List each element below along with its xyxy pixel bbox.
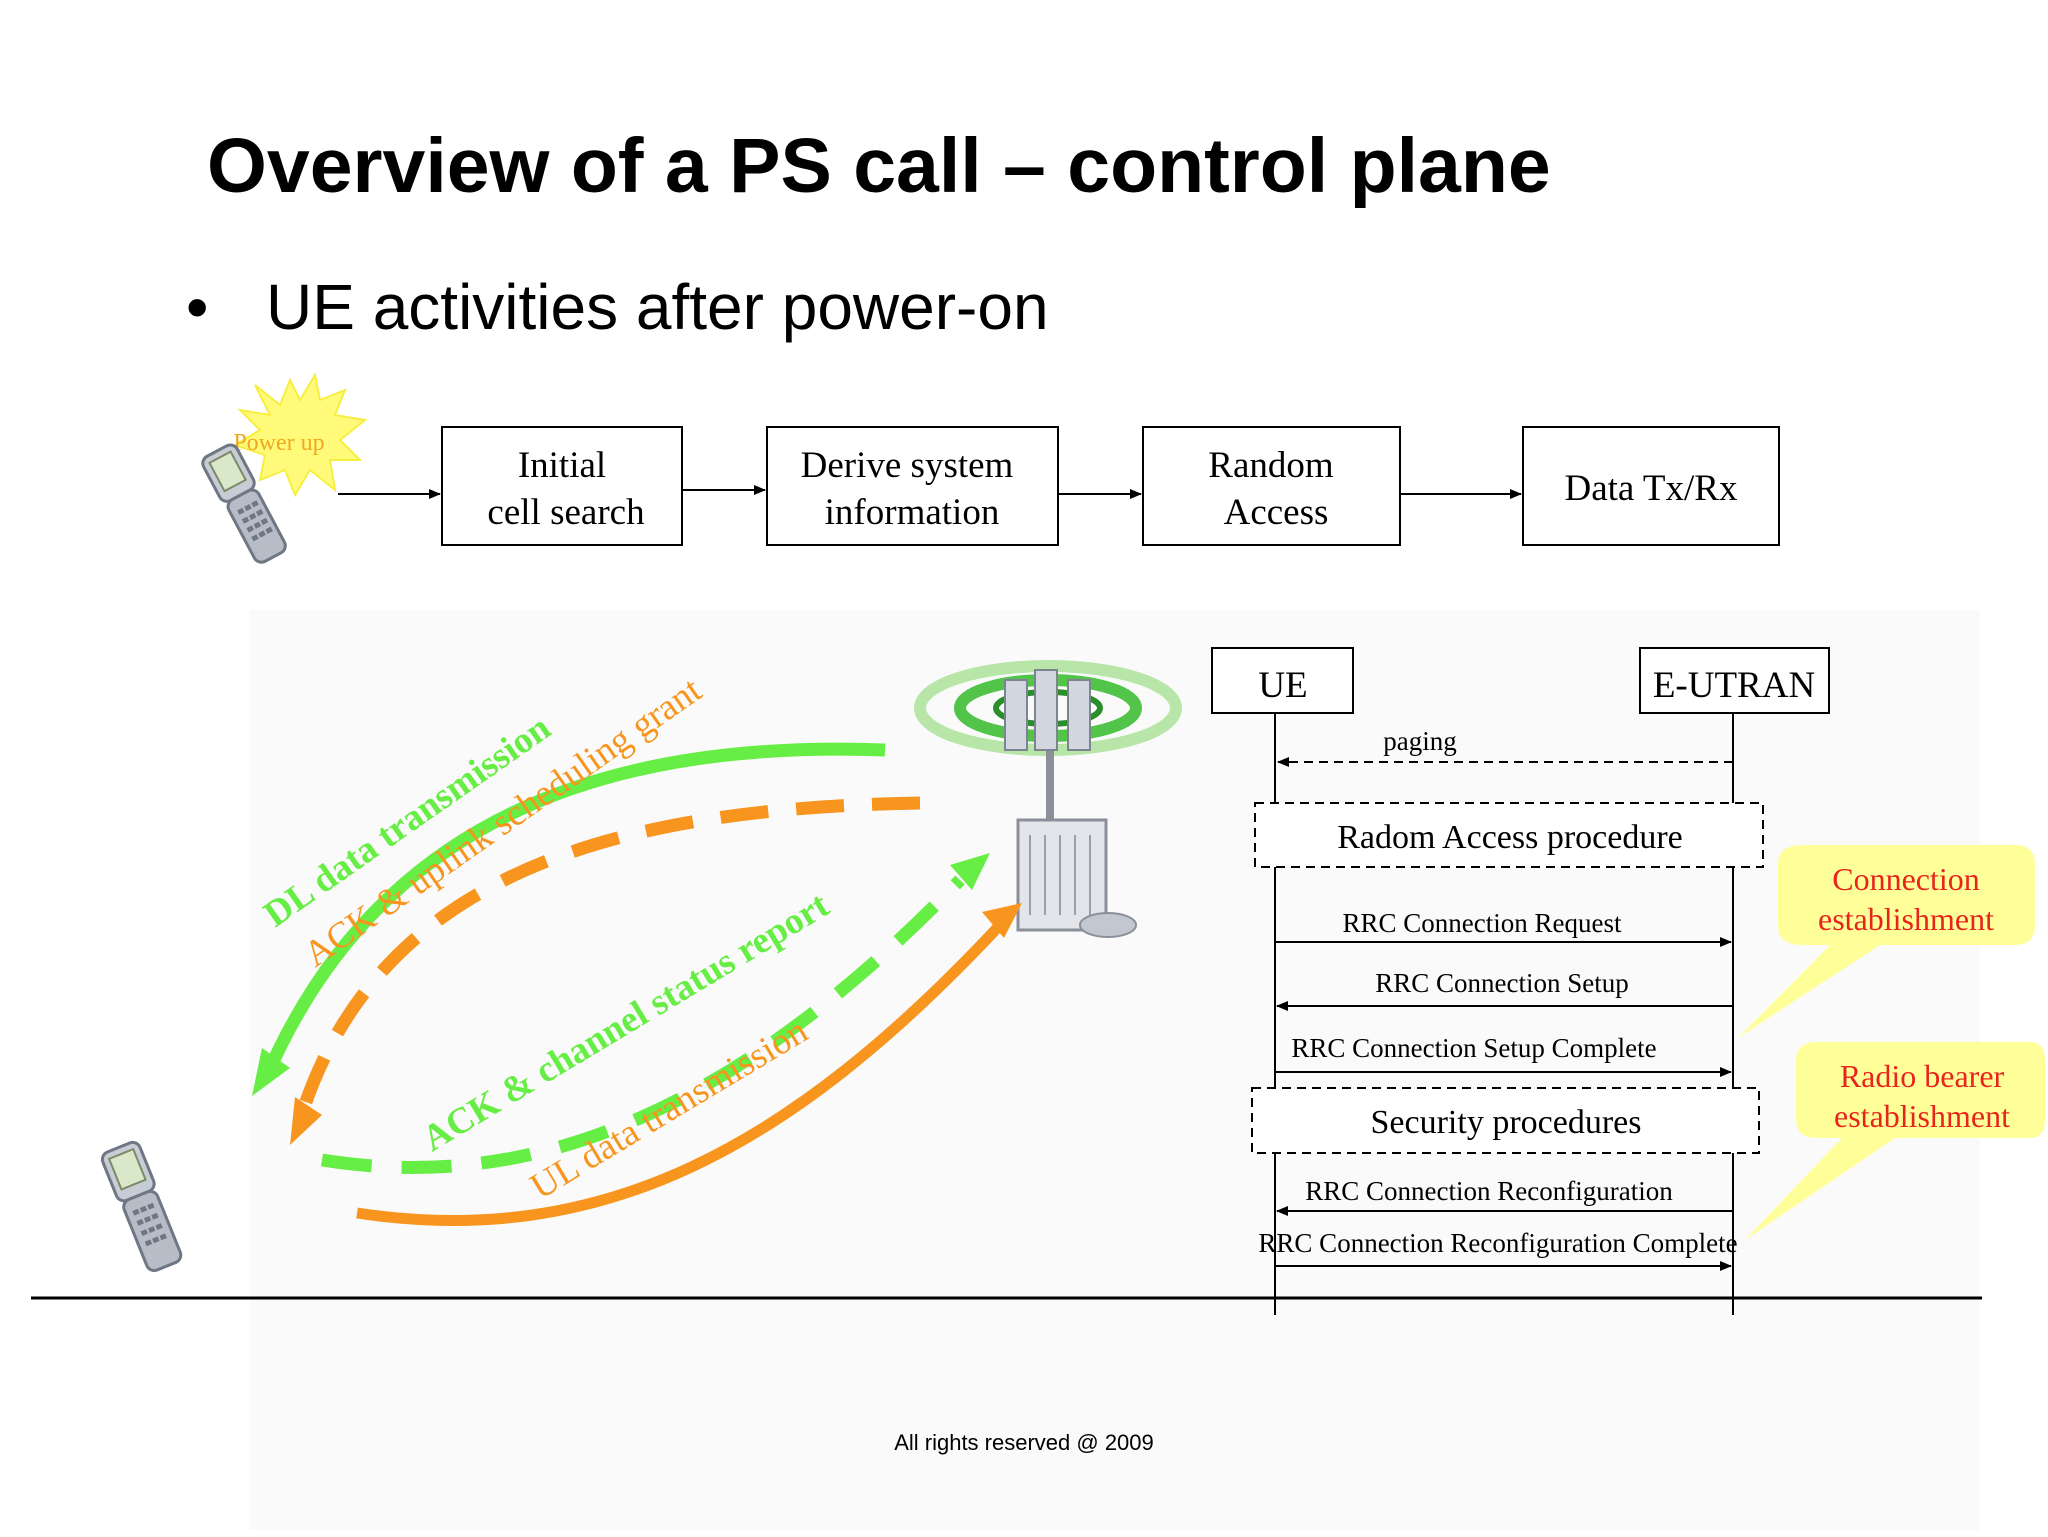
rrc-reconfig-label: RRC Connection Reconfiguration <box>1305 1176 1673 1206</box>
lower-panel <box>250 610 1980 1530</box>
flow-step-line1: Random <box>1208 445 1334 486</box>
rrc-request-label: RRC Connection Request <box>1343 908 1622 938</box>
bullet-item: • UE activities after power-on <box>186 270 1049 344</box>
mobile-phone-icon <box>201 443 287 564</box>
ue-entity-label: UE <box>1258 665 1307 706</box>
bullet-text: UE activities after power-on <box>266 271 1049 343</box>
flow-step-data-tx-rx: Data Tx/Rx <box>1522 426 1780 546</box>
callout-line1: Radio bearer <box>1840 1058 2005 1094</box>
dl-curve <box>259 742 886 1083</box>
security-box <box>1251 1087 1760 1154</box>
flow-step-line2: cell search <box>487 492 645 533</box>
random-access-label: Radom Access procedure <box>1337 819 1683 856</box>
flow-step-line1: Initial <box>518 445 606 486</box>
ack-grant-curve <box>293 796 921 1122</box>
flow-step-line2: Access <box>1224 492 1329 533</box>
flow-step-line1: Derive system <box>801 445 1014 486</box>
flow-step-derive-system-information: Derive system information <box>766 426 1059 546</box>
power-up-label: Power up <box>233 430 324 456</box>
mobile-phone-bottom-icon <box>100 1140 183 1273</box>
flow-step-random-access: Random Access <box>1142 426 1401 546</box>
flow-step-line1: Data Tx/Rx <box>1565 468 1738 509</box>
ack-status-arrowhead <box>950 853 990 890</box>
base-station-icon <box>914 660 1182 938</box>
bullet-dot: • <box>186 271 209 343</box>
paging-label: paging <box>1383 726 1457 756</box>
eutran-entity-box <box>1639 647 1830 714</box>
security-label: Security procedures <box>1371 1104 1642 1141</box>
callout-line1: Connection <box>1832 861 1980 897</box>
sequence-diagram: UE E-UTRAN paging Radom Access procedure… <box>1211 647 1830 1315</box>
radio-bearer-establishment-callout: Radio bearer establishment <box>1745 1042 2045 1240</box>
flow-arrows <box>338 485 1522 499</box>
footer-copyright: All rights reserved @ 2009 <box>894 1430 1154 1455</box>
callout-line2: establishment <box>1818 901 1994 937</box>
dl-arrowhead <box>252 1048 290 1096</box>
random-access-box <box>1254 802 1764 868</box>
callout-line2: establishment <box>1834 1098 2010 1134</box>
ul-curve <box>356 921 1005 1227</box>
rrc-reconfig-complete-label: RRC Connection Reconfiguration Complete <box>1258 1228 1737 1258</box>
ack-status-curve <box>320 875 965 1174</box>
ack-grant-arrowhead <box>290 1097 322 1145</box>
eutran-entity-label: E-UTRAN <box>1653 665 1815 706</box>
ue-entity-box <box>1211 647 1354 714</box>
page-title: Overview of a PS call – control plane <box>207 123 1551 209</box>
flow-step-line2: information <box>825 492 1000 533</box>
flow-step-initial-cell-search: Initial cell search <box>441 426 683 546</box>
connection-establishment-callout: Connection establishment <box>1738 845 2035 1038</box>
ul-arrowhead <box>982 903 1022 938</box>
power-up-starburst <box>232 372 368 498</box>
rrc-setup-complete-label: RRC Connection Setup Complete <box>1291 1033 1656 1063</box>
rrc-setup-label: RRC Connection Setup <box>1375 968 1629 998</box>
